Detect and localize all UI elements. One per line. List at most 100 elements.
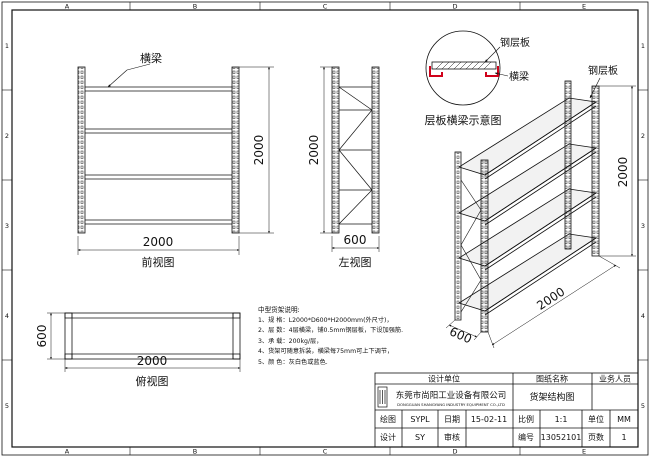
side-depth-dim: 600	[344, 233, 367, 247]
tb-drawn-value: SYPL	[410, 415, 430, 424]
side-front-upright	[331, 66, 340, 234]
tb-number-value: 13052101	[541, 433, 582, 442]
tb-scale-label: 比例	[518, 414, 534, 424]
detail-beam-label: 横梁	[509, 70, 529, 83]
title-block	[374, 372, 639, 448]
notes-title: 中型货架说明:	[258, 306, 300, 314]
bottom-col-a: A	[65, 448, 70, 456]
tb-unit-value: MM	[617, 415, 631, 424]
tb-drawn-label: 绘图	[380, 414, 396, 424]
spec-notes: 中型货架说明: 1、规 格：L2000*D600*H2000mm(外尺寸)， 2…	[258, 305, 433, 368]
iso-shelves	[458, 97, 598, 312]
tb-company-en: DONGGUAN SHANGYANG INDUSTRY EQUIPMENT CO…	[397, 402, 505, 407]
company-logo	[377, 386, 388, 408]
side-height-dimension	[320, 66, 332, 234]
iso-depth-dimension	[445, 319, 482, 341]
tb-pages-value: 1	[621, 433, 626, 442]
top-width-dim: 2000	[137, 354, 168, 368]
iso-side-bracing	[460, 179, 482, 313]
front-left-upright	[77, 66, 86, 234]
iso-width-dim: 2000	[534, 284, 567, 312]
detail-title: 层板横梁示意图	[425, 113, 502, 127]
side-view	[320, 66, 380, 252]
top-col-e: E	[582, 3, 586, 11]
front-beam-label: 横梁	[140, 51, 162, 65]
notes-line: 3、承 载：200kg/层，	[258, 337, 323, 345]
iso-front-left-upright	[480, 159, 489, 333]
tb-scale-value: 1:1	[555, 415, 568, 424]
bottom-col-d: D	[452, 448, 457, 456]
tb-company-cn: 东莞市尚阳工业设备有限公司	[396, 390, 507, 401]
left-row-4: 4	[5, 312, 9, 320]
top-depth-dim: 600	[35, 325, 49, 348]
notes-line: 4、货架可随意拆装，横梁每75mm可上下调节，	[258, 348, 394, 355]
front-view	[77, 63, 274, 255]
tb-design-label: 设计	[380, 432, 396, 442]
side-depth-dimension	[331, 236, 380, 252]
iso-panel-label: 钢层板	[588, 64, 618, 77]
tb-design-unit-label: 设计单位	[428, 374, 460, 384]
iso-front-right-upright	[591, 85, 600, 257]
detail-right-beam	[485, 66, 499, 77]
left-row-2: 2	[5, 132, 9, 140]
bottom-col-c: C	[323, 448, 328, 456]
iso-width-dimension	[487, 255, 621, 349]
front-width-dim: 2000	[143, 235, 174, 249]
bottom-col-e: E	[582, 448, 586, 456]
side-height-dim: 2000	[307, 135, 321, 166]
tb-pages-label: 页数	[588, 432, 604, 442]
right-row-1: 1	[641, 42, 645, 50]
left-row-3: 3	[5, 222, 9, 230]
right-row-2: 2	[641, 132, 645, 140]
left-row-1: 1	[5, 42, 9, 50]
side-view-title: 左视图	[339, 255, 372, 269]
top-col-d: D	[452, 3, 457, 11]
front-beam-leader	[126, 63, 151, 71]
notes-line: 2、层 数：4层横梁，铺0.5mm钢层板，下设加强筋.	[258, 327, 404, 334]
top-col-a: A	[65, 3, 70, 11]
front-width-dimension	[77, 236, 240, 255]
right-row-5: 5	[641, 402, 645, 410]
tb-date-value: 15-02-11	[471, 415, 507, 424]
front-beams	[85, 86, 232, 225]
front-height-dimension	[239, 66, 274, 234]
tb-number-label: 编号	[518, 432, 534, 442]
notes-line: 5、颜 色：灰白色或蓝色.	[258, 358, 328, 366]
front-view-title: 前视图	[142, 255, 175, 269]
frame-labels: A B C D E A B C D E 1 2 3 4 5 1 2 3 4 5	[5, 3, 645, 456]
iso-height-dimension	[599, 85, 636, 257]
iso-depth-dim: 600	[447, 324, 474, 346]
notes-line: 1、规 格：L2000*D600*H2000mm(外尺寸)，	[258, 316, 393, 324]
top-view	[47, 312, 241, 372]
tb-drawing-name: 货架结构图	[529, 391, 574, 403]
detail-panel-hatch	[435, 61, 492, 70]
side-rear-upright	[371, 66, 380, 234]
detail-panel	[431, 61, 497, 70]
top-col-c: C	[323, 3, 328, 11]
top-width-dimension	[64, 359, 241, 372]
detail-panel-label: 钢层板	[500, 36, 530, 49]
right-row-3: 3	[641, 222, 645, 230]
top-view-title: 俯视图	[136, 374, 169, 388]
front-height-dim: 2000	[252, 135, 266, 166]
side-bracing	[338, 86, 373, 225]
iso-rear-right-upright	[564, 80, 572, 250]
top-outline	[64, 312, 241, 360]
bottom-col-b: B	[193, 448, 197, 456]
top-col-b: B	[193, 3, 197, 11]
tb-date-label: 日期	[444, 415, 460, 424]
front-beam-leader-arrow	[107, 69, 128, 88]
left-row-5: 5	[5, 402, 9, 410]
detail-left-beam	[429, 66, 443, 77]
tb-salesperson-label: 业务人员	[599, 374, 631, 384]
iso-height-dim: 2000	[616, 157, 630, 188]
front-right-upright	[231, 66, 240, 234]
tb-unit-label: 单位	[588, 414, 604, 424]
detail-view	[425, 30, 509, 106]
tb-drawing-name-label: 图纸名称	[536, 374, 568, 384]
tb-review-label: 审核	[444, 432, 460, 442]
tb-design-value: SY	[415, 433, 425, 442]
